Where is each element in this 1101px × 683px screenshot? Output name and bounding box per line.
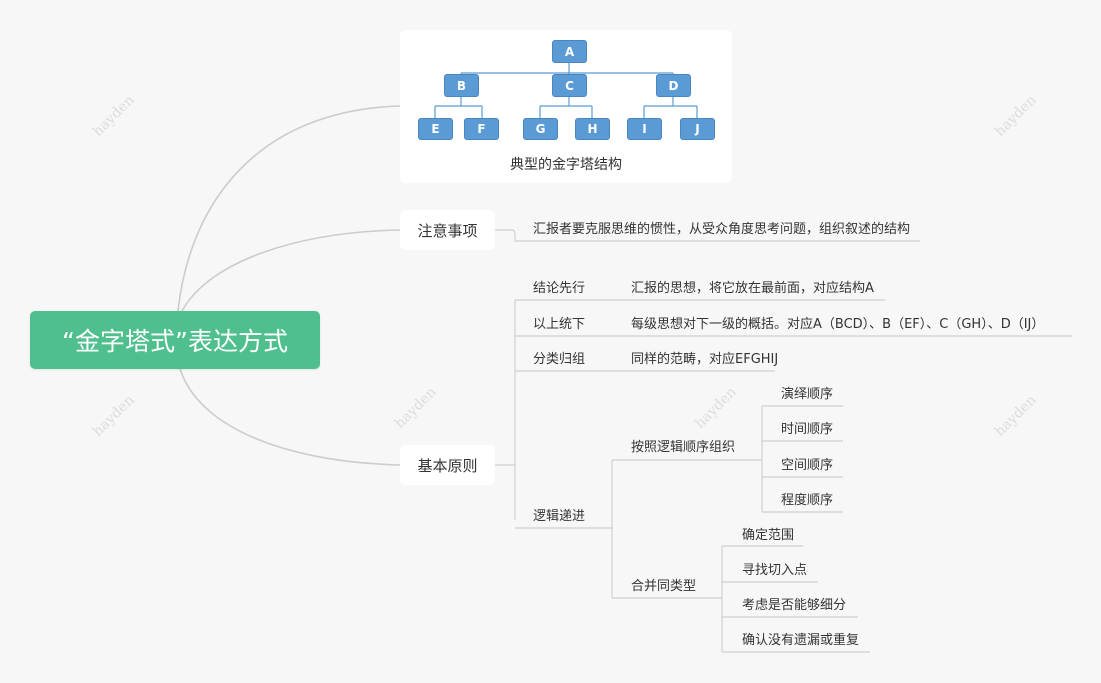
connector-root-pyramid [177,105,401,312]
pyramid-node-middle: C [552,74,587,97]
principle-grouping[interactable]: 分类归组 [533,352,586,367]
pyramid-node-middle: D [656,74,691,97]
connector-principles-trunk [495,300,516,520]
notes-detail[interactable]: 汇报者要克服思维的惯性，从受众角度思考问题，组织叙述的结构 [533,222,911,237]
topic-notes[interactable]: 注意事项 [400,210,495,250]
connector-root-notes [181,229,401,312]
pyramid-node-bottom: H [575,118,610,140]
root-topic-label: “金字塔式”表达方式 [62,327,288,356]
pyramid-node-bottom: J [680,118,715,140]
connector-notes-detail [495,229,920,242]
pyramid-caption: 典型的金字塔结构 [510,157,622,173]
merge-item[interactable]: 确认没有遗漏或重复 [742,633,860,648]
principle-grouping-detail[interactable]: 同样的范畴，对应EFGHIJ [631,352,779,367]
logic-order-item[interactable]: 程度顺序 [781,493,834,508]
merge-item[interactable]: 确定范围 [742,528,795,543]
root-topic[interactable]: “金字塔式”表达方式 [30,311,320,369]
merge-item[interactable]: 寻找切入点 [742,563,808,578]
logic-order-item[interactable]: 空间顺序 [781,458,834,473]
pyramid-node-bottom: F [464,118,499,140]
pyramid-image[interactable]: A B C D E F G H I J 典型的金字塔结构 [400,30,732,183]
principle-top-down[interactable]: 以上统下 [533,317,586,332]
pyramid-node-bottom: I [627,118,662,140]
principle-top-down-detail[interactable]: 每级思想对下一级的概括。对应A（BCD）、B（EF）、C（GH）、D（IJ） [631,317,1045,332]
connector-root-principles [179,368,401,466]
merge-topic[interactable]: 合并同类型 [631,579,697,594]
topic-principles[interactable]: 基本原则 [400,445,495,485]
pyramid-node-top: A [552,40,587,63]
pyramid-node-bottom: G [523,118,558,140]
pyramid-node-middle: B [444,74,479,97]
pyramid-node-bottom: E [418,118,453,140]
topic-principles-label: 基本原则 [417,456,478,475]
merge-item[interactable]: 考虑是否能够细分 [742,598,847,613]
principle-logic-progression[interactable]: 逻辑递进 [533,509,586,524]
logic-order-topic[interactable]: 按照逻辑顺序组织 [631,440,736,455]
topic-notes-label: 注意事项 [417,221,478,240]
logic-order-item[interactable]: 时间顺序 [781,422,834,437]
logic-order-item[interactable]: 演绎顺序 [781,387,834,402]
principle-conclusion-detail[interactable]: 汇报的思想，将它放在最前面，对应结构A [631,281,874,296]
principle-conclusion-first[interactable]: 结论先行 [533,281,586,296]
